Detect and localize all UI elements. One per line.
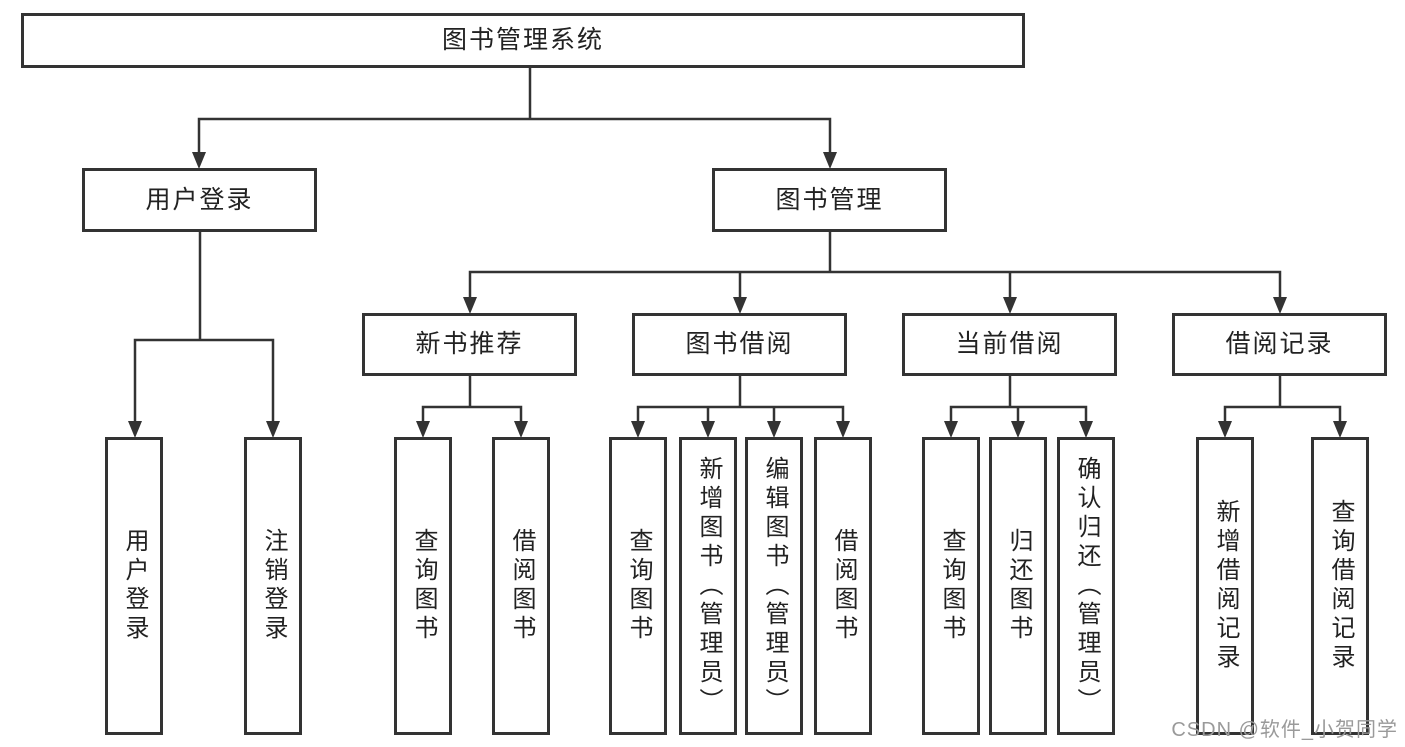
node-user-login-branch: 用户登录 [82, 168, 317, 232]
node-book-management-branch: 图书管理 [712, 168, 947, 232]
leaf-current-return-books: 归还图书 [989, 437, 1047, 735]
leaf-current-confirm-return-admin: 确认归还（管理员） [1057, 437, 1115, 735]
connector-lines [133, 65, 1342, 424]
node-new-book-recommend: 新书推荐 [362, 313, 577, 376]
node-user-login-label: 用户登录 [145, 185, 254, 214]
leaf-borrowing-borrow-books: 借阅图书 [814, 437, 872, 735]
node-borrowing-records-label: 借阅记录 [1225, 330, 1334, 358]
node-borrowing-records: 借阅记录 [1172, 313, 1387, 376]
node-book-borrowing: 图书借阅 [632, 313, 847, 376]
node-current-borrowing-label: 当前借阅 [955, 330, 1064, 358]
leaf-records-query-borrow-record: 查询借阅记录 [1311, 437, 1369, 735]
leaf-user-login: 用户登录 [105, 437, 163, 735]
leaf-newbook-query-books: 查询图书 [394, 437, 452, 735]
node-new-book-recommend-label: 新书推荐 [415, 330, 524, 358]
leaf-borrowing-query-books: 查询图书 [609, 437, 667, 735]
leaf-borrowing-edit-books-admin: 编辑图书（管理员） [745, 437, 803, 735]
leaf-newbook-borrow-books: 借阅图书 [492, 437, 550, 735]
node-book-borrowing-label: 图书借阅 [685, 330, 794, 358]
node-current-borrowing: 当前借阅 [902, 313, 1117, 376]
csdn-watermark: CSDN @软件_小贺同学 [1171, 719, 1398, 741]
leaf-current-query-books: 查询图书 [922, 437, 980, 735]
node-root-system: 图书管理系统 [21, 13, 1025, 68]
node-root-label: 图书管理系统 [441, 26, 604, 54]
leaf-logout: 注销登录 [244, 437, 302, 735]
leaf-records-add-borrow-record: 新增借阅记录 [1196, 437, 1254, 735]
node-book-management-label: 图书管理 [775, 185, 884, 214]
leaf-borrowing-add-books-admin: 新增图书（管理员） [679, 437, 737, 735]
